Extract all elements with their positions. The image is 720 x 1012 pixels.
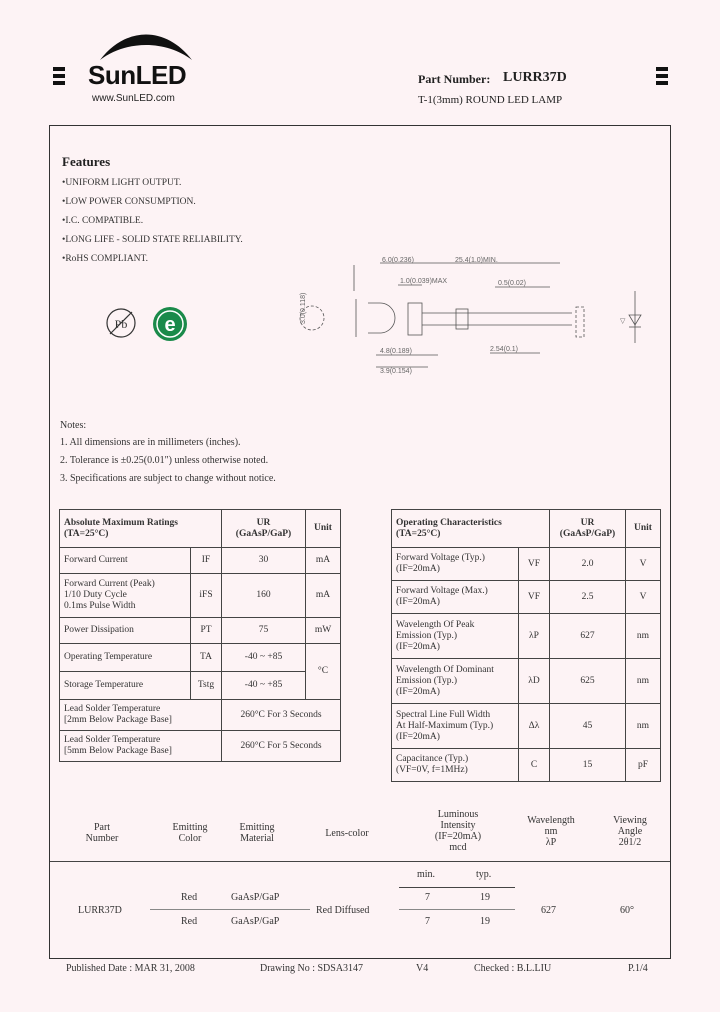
summary-header-color: Emitting Color (172, 822, 208, 844)
summary-header-lens: Lens-color (325, 828, 369, 839)
note-item: 2. Tolerance is ±0.25(0.01") unless othe… (60, 455, 269, 466)
feature-item: •I.C. COMPATIBLE. (62, 216, 144, 226)
abs-table-unit-header: Unit (305, 509, 341, 548)
logo-bar-left-3 (53, 81, 65, 85)
summary-header-part: Part Number (85, 822, 119, 844)
logo-text: SunLED (88, 60, 187, 90)
op-table-title: Operating Characteristics(TA=25°C) (391, 509, 550, 548)
summary-row-typ: 19 (480, 892, 490, 903)
svg-text:1.0(0.039)MAX: 1.0(0.039)MAX (400, 278, 447, 285)
summary-part-number: LURR37D (78, 905, 122, 916)
footer-drawing-number: Drawing No : SDSA3147 (260, 963, 364, 974)
footer-published-date: Published Date : MAR 31, 2008 (66, 963, 195, 974)
summary-header-intensity: Luminous Intensity (IF=20mA) mcd (434, 809, 482, 853)
table-row: Forward Current (Peak) 1/10 Duty Cycle 0… (59, 573, 341, 618)
table-row: Capacitance (Typ.) (VF=0V, f=1MHz) C 15 … (391, 748, 661, 782)
svg-text:3.0(0.118): 3.0(0.118) (300, 293, 307, 324)
summary-header-material: Emitting Material (239, 822, 275, 844)
rohs-e-icon: e (153, 307, 187, 341)
table-row: Power Dissipation PT 75 mW (59, 617, 341, 644)
table-row: Forward Voltage (Max.) (IF=20mA) VF 2.5 … (391, 580, 661, 614)
summary-header-angle: Viewing Angle 2θ1/2 (613, 815, 647, 848)
logo-bar-right-1 (656, 67, 668, 71)
absolute-max-ratings-table: Absolute Maximum Ratings(TA=25°C) UR(GaA… (59, 509, 341, 762)
svg-text:0.5(0.02): 0.5(0.02) (498, 280, 526, 287)
table-row: Wavelength Of Dominant Emission (Typ.) (… (391, 658, 661, 704)
table-row: Lead Solder Temperature [2mm Below Packa… (59, 699, 341, 731)
summary-row-min: 7 (425, 916, 430, 927)
summary-row-divider (399, 909, 515, 910)
footer-checked-by: Checked : B.L.LIU (474, 963, 552, 974)
abs-table-ur-header: UR(GaAsP/GaP) (221, 509, 306, 548)
table-row: Lead Solder Temperature [5mm Below Packa… (59, 730, 341, 762)
table-row: Forward Voltage (Typ.) (IF=20mA) VF 2.0 … (391, 547, 661, 581)
feature-item: •LOW POWER CONSUMPTION. (62, 197, 196, 207)
summary-divider (50, 861, 670, 862)
logo-bar-right-3 (656, 81, 668, 85)
summary-row-min: 7 (425, 892, 430, 903)
svg-text:e: e (164, 314, 175, 336)
summary-row-typ: 19 (480, 916, 490, 927)
logo-bar-left-1 (53, 67, 65, 71)
logo-bar-right-2 (656, 74, 668, 78)
note-item: 3. Specifications are subject to change … (60, 473, 276, 484)
table-row: Wavelength Of Peak Emission (Typ.) (IF=2… (391, 613, 661, 659)
summary-row-color: Red (181, 916, 198, 927)
logo-bar-left-2 (53, 74, 65, 78)
feature-item: •LONG LIFE - SOLID STATE RELIABILITY. (62, 235, 243, 245)
part-number: LURR37D (503, 70, 567, 85)
summary-row-material: GaAsP/GaP (231, 916, 280, 927)
summary-row-color: Red (181, 892, 198, 903)
op-table-ur-header: UR(GaAsP/GaP) (549, 509, 626, 548)
table-row: Spectral Line Full Width At Half-Maximum… (391, 703, 661, 749)
part-number-label: Part Number: (418, 72, 491, 86)
operating-characteristics-table: Operating Characteristics(TA=25°C) UR(Ga… (391, 509, 661, 782)
abs-table-title: Absolute Maximum Ratings(TA=25°C) (59, 509, 222, 548)
footer-version: V4 (416, 963, 429, 974)
summary-row-material: GaAsP/GaP (231, 892, 280, 903)
table-row: Forward Current IF 30 mA (59, 547, 341, 574)
summary-intensity-divider (399, 887, 515, 888)
summary-lens-color: Red Diffused (316, 905, 370, 916)
summary-header-wavelength: Wavelength nm λP (527, 815, 575, 848)
part-description: T-1(3mm) ROUND LED LAMP (418, 94, 563, 106)
note-item: 1. All dimensions are in millimeters (in… (60, 437, 241, 448)
summary-row-divider (150, 909, 310, 910)
summary-angle: 60° (620, 905, 634, 916)
features-title: Features (62, 154, 111, 169)
svg-text:25.4(1.0)MIN.: 25.4(1.0)MIN. (455, 257, 498, 264)
logo-url: www.SunLED.com (92, 93, 175, 104)
svg-text:3.9(0.154): 3.9(0.154) (380, 368, 412, 375)
svg-text:4.8(0.189): 4.8(0.189) (380, 348, 412, 355)
content-frame (49, 125, 671, 959)
logo-arc-icon (100, 34, 192, 60)
notes-title: Notes: (60, 420, 87, 431)
table-row: Operating Temperature TA -40 ~ +85 °C (59, 643, 341, 700)
svg-text:6.0(0.236): 6.0(0.236) (382, 257, 414, 264)
table-row: Storage Temperature Tstg -40 ~ +85 (59, 671, 341, 700)
svg-text:2.54(0.1): 2.54(0.1) (490, 346, 518, 353)
package-drawing: 6.0(0.236) 25.4(1.0)MIN. 1.0(0.039)MAX 0… (299, 257, 642, 375)
svg-text:Pb: Pb (115, 317, 128, 331)
op-table-unit-header: Unit (625, 509, 661, 548)
svg-text:▽: ▽ (620, 318, 626, 325)
feature-item: •RoHS COMPLIANT. (62, 254, 149, 264)
summary-typ-label: typ. (476, 869, 492, 880)
feature-item: •UNIFORM LIGHT OUTPUT. (62, 178, 182, 188)
summary-min-label: min. (417, 869, 436, 880)
pb-free-icon: Pb (106, 308, 136, 338)
summary-wavelength: 627 (541, 905, 556, 916)
footer-page: P.1/4 (628, 963, 648, 974)
